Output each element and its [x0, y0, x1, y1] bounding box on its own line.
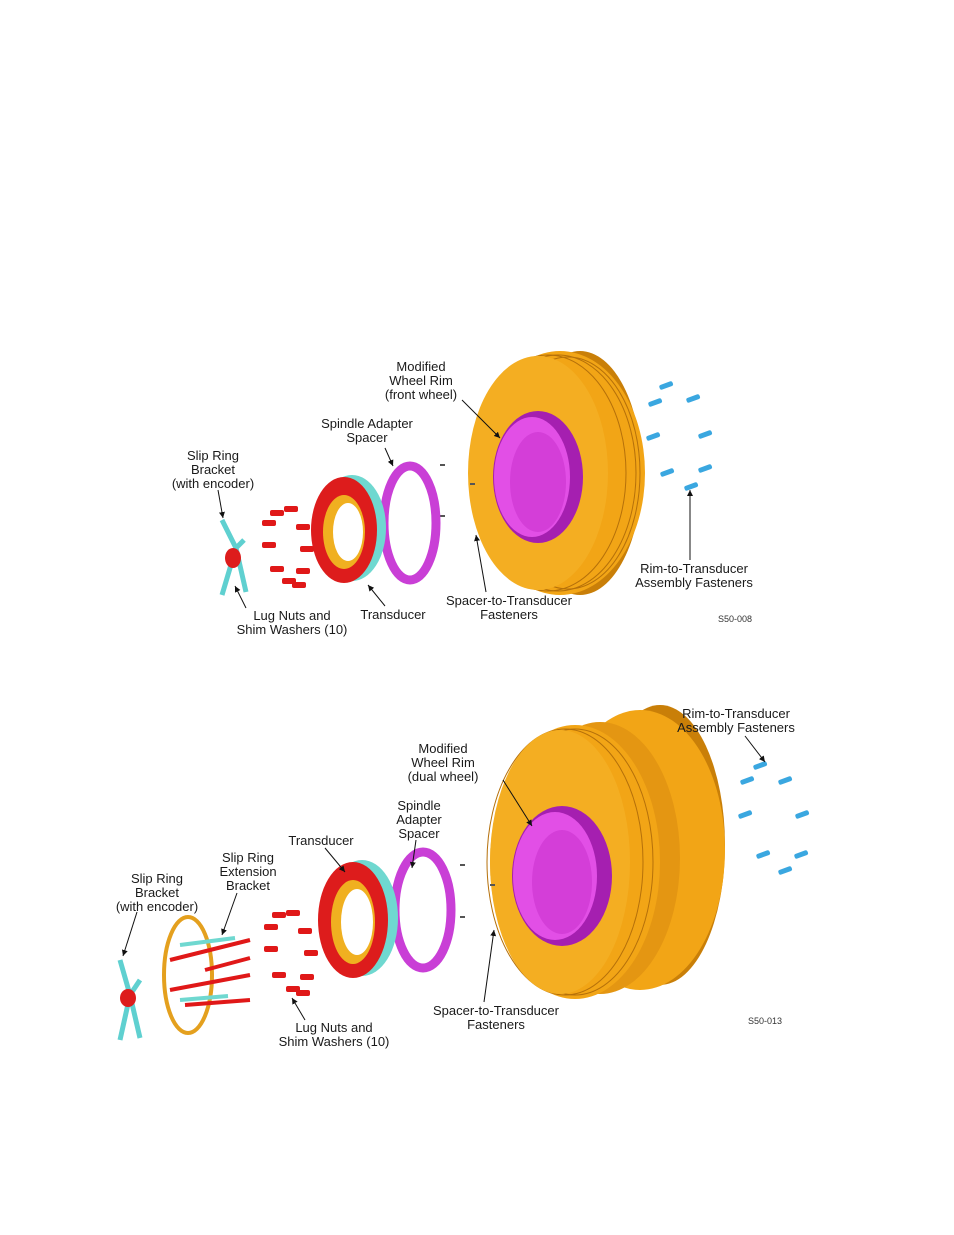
- slip-ring-bracket-dual: [117, 959, 143, 1041]
- label-transducer-dual: Transducer: [288, 833, 354, 848]
- transducer-front: [311, 475, 386, 583]
- label-rim-fasteners-dual: Rim-to-Transducer Assembly Fasteners: [677, 706, 795, 735]
- label-slip-ring-bracket-dual: Slip Ring Bracket (with encoder): [115, 871, 199, 914]
- label-lug-nuts-dual: Lug Nuts and Shim Washers (10): [278, 1020, 390, 1049]
- figure-code-dual: S50-013: [748, 1016, 783, 1026]
- slip-ring-bracket-front: [219, 518, 249, 596]
- figure-code-front: S50-008: [718, 614, 753, 624]
- label-slip-ring-bracket-front: Slip Ring Bracket (with encoder): [171, 448, 255, 491]
- wheel-rim-dual: [512, 806, 612, 946]
- spacer-fasteners-dual: [460, 864, 495, 918]
- label-spindle-spacer-dual: Spindle Adapter Spacer: [396, 798, 442, 841]
- label-extension-bracket-dual: Slip Ring Extension Bracket: [219, 850, 277, 893]
- label-spindle-spacer-front: Spindle Adapter Spacer: [321, 416, 413, 445]
- rim-fasteners-front: [646, 381, 713, 491]
- label-rim-fasteners-front: Rim-to-Transducer Assembly Fasteners: [635, 561, 753, 590]
- extension-bracket-dual: [162, 915, 251, 1035]
- label-modified-rim-dual: Modified Wheel Rim (dual wheel): [407, 741, 479, 784]
- leader-lines-dual: [121, 735, 766, 1021]
- lug-nuts-front: [262, 506, 314, 588]
- label-lug-nuts-front: Lug Nuts and Shim Washers (10): [236, 608, 348, 637]
- leader-lines-front: [217, 399, 693, 609]
- label-spacer-fasteners-front: Spacer-to-Transducer Fasteners: [446, 593, 572, 622]
- label-spacer-fasteners-dual: Spacer-to-Transducer Fasteners: [433, 1003, 559, 1032]
- lug-nuts-dual: [264, 910, 318, 996]
- label-transducer-front: Transducer: [360, 607, 426, 622]
- spacer-fasteners-front: [440, 464, 475, 517]
- spindle-spacer-front: [379, 461, 441, 585]
- spindle-spacer-dual: [390, 847, 456, 973]
- rim-fasteners-dual: [738, 761, 810, 875]
- label-modified-rim-front: Modified Wheel Rim (front wheel): [384, 359, 458, 402]
- wheel-rim-front: [493, 411, 583, 543]
- transducer-dual: [318, 860, 398, 978]
